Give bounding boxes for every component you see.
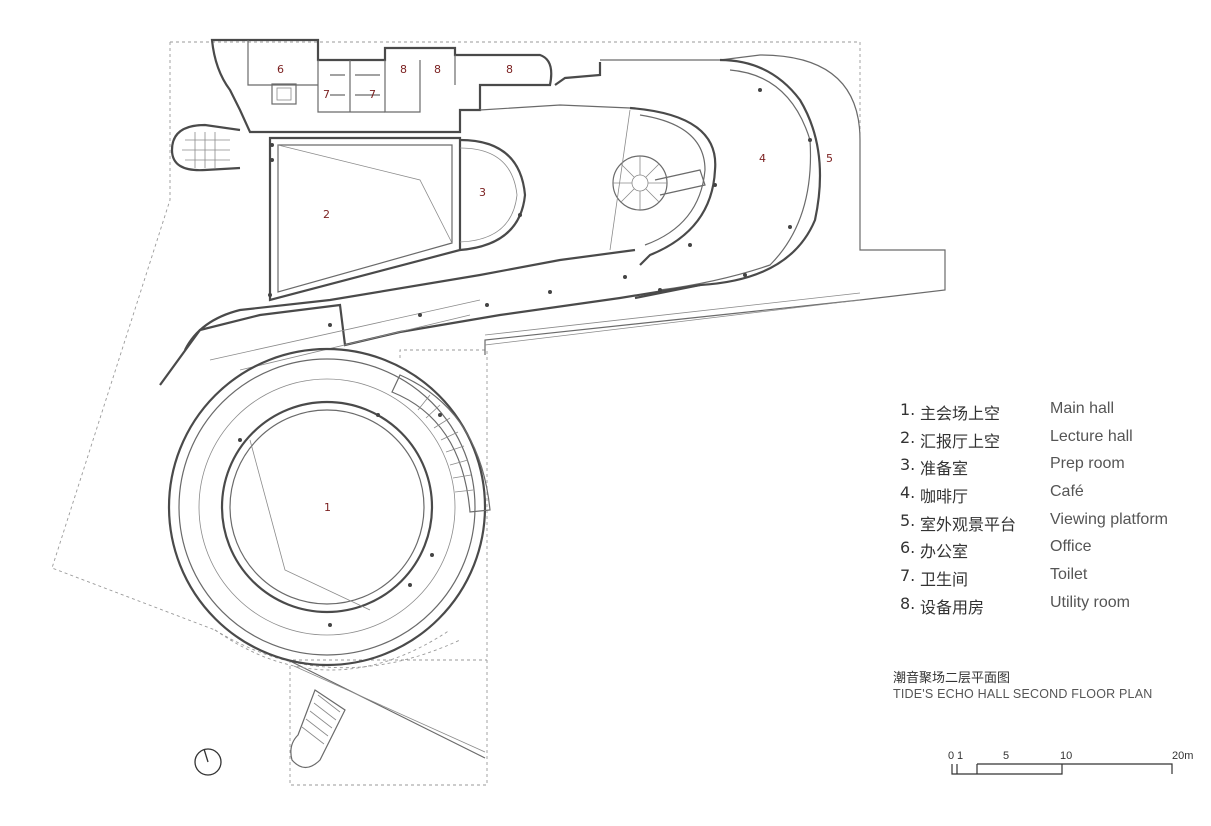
drawing-title-en: TIDE'S ECHO HALL SECOND FLOOR PLAN	[893, 687, 1153, 701]
cafe-curved-inner	[639, 114, 706, 246]
legend-en: Café	[1050, 483, 1084, 500]
label-main-hall: 1	[324, 501, 331, 514]
north-arrow-needle	[203, 748, 209, 763]
toilet-partitions	[317, 60, 385, 113]
cafe-inner-wall	[659, 69, 812, 291]
scale-label-20m: 20m	[1172, 750, 1194, 762]
cafe-outer-wall	[554, 58, 822, 300]
legend-en: Viewing platform	[1050, 511, 1168, 528]
legend-zh: 室外观景平台	[920, 515, 1017, 534]
platform-parapet	[484, 292, 861, 346]
west-stair-tower	[170, 123, 241, 172]
legend-en: Office	[1050, 538, 1092, 555]
legend-number: 2.	[900, 428, 916, 447]
legend-number: 1.	[900, 400, 916, 419]
legend-en: Toilet	[1050, 566, 1088, 583]
label-platform: 5	[826, 152, 833, 165]
north-wing-wall	[210, 38, 553, 134]
scale-label-10: 10	[1060, 750, 1073, 762]
lecture-hall-inner	[277, 144, 453, 293]
legend-zh: 卫生间	[920, 570, 969, 589]
label-toilet-b: 7	[369, 88, 376, 101]
label-utility-a: 8	[400, 63, 407, 76]
main-hall-dashed-ring	[214, 629, 451, 671]
legend-zh: 办公室	[920, 542, 969, 561]
legend-number: 6.	[900, 538, 916, 557]
legend-number: 5.	[900, 511, 916, 530]
south-edge-inner	[293, 665, 486, 753]
label-prep-room: 3	[479, 186, 486, 199]
legend-en: Utility room	[1050, 594, 1131, 611]
scale-label-0: 0	[948, 750, 955, 762]
spiral-stair-core	[631, 174, 649, 192]
legend-en: Main hall	[1050, 400, 1115, 417]
prep-room-inner	[459, 147, 518, 243]
scale-label-5: 5	[1003, 750, 1010, 762]
legend-number: 8.	[900, 594, 916, 613]
scale-label-1: 1	[957, 750, 964, 762]
spiral-stair-treads	[613, 156, 667, 210]
west-stair-treads	[182, 132, 230, 168]
label-utility-c: 8	[506, 63, 513, 76]
north-arrow-icon	[194, 748, 222, 776]
corridor-north-edge	[479, 104, 631, 111]
label-cafe: 4	[759, 152, 766, 165]
legend-en: Lecture hall	[1050, 428, 1133, 445]
label-utility-b: 8	[434, 63, 441, 76]
corridor-south-edge	[184, 248, 636, 351]
main-hall-ring-2	[178, 358, 476, 656]
corridor-skylight-lines	[209, 299, 481, 371]
label-lecture-hall: 2	[323, 208, 330, 221]
south-edge	[287, 659, 486, 759]
main-hall-east-stair-treads	[417, 394, 474, 493]
spiral-stair-landing	[654, 169, 706, 196]
legend-en: Prep room	[1050, 455, 1125, 472]
lecture-hall-rake	[277, 144, 453, 244]
site-boundary-south	[214, 349, 488, 669]
main-hall-stage	[249, 439, 371, 611]
legend-number: 4.	[900, 483, 916, 502]
platform-outline	[484, 54, 946, 355]
main-hall-east-stair	[391, 374, 491, 513]
main-hall-inner-wall	[220, 400, 434, 614]
label-office: 6	[277, 63, 284, 76]
legend-zh: 主会场上空	[920, 404, 1001, 423]
main-hall-outer-ring	[167, 347, 487, 667]
cafe-curved-wall	[629, 106, 717, 266]
scale-bar	[951, 763, 1173, 775]
elevator-core	[271, 83, 297, 105]
prep-room-wall	[459, 138, 527, 252]
south-stair	[290, 689, 346, 769]
elevator-core-inner	[276, 87, 292, 101]
lecture-hall-wall	[268, 136, 462, 302]
legend-zh: 设备用房	[920, 598, 985, 617]
main-hall-inner-wall-2	[229, 409, 425, 605]
main-hall-ring-3	[198, 378, 456, 636]
south-stair-treads	[301, 694, 341, 745]
office-partition	[247, 40, 456, 113]
legend-zh: 咖啡厅	[920, 487, 969, 506]
legend-number: 7.	[900, 566, 916, 585]
legend-number: 3.	[900, 455, 916, 474]
drawing-title-zh: 潮音聚场二层平面图	[893, 671, 1011, 686]
legend-zh: 汇报厅上空	[920, 432, 1001, 451]
structural-columns	[238, 88, 812, 627]
label-toilet-a: 7	[323, 88, 330, 101]
legend-zh: 准备室	[920, 459, 969, 478]
cafe-void-line	[609, 109, 631, 251]
